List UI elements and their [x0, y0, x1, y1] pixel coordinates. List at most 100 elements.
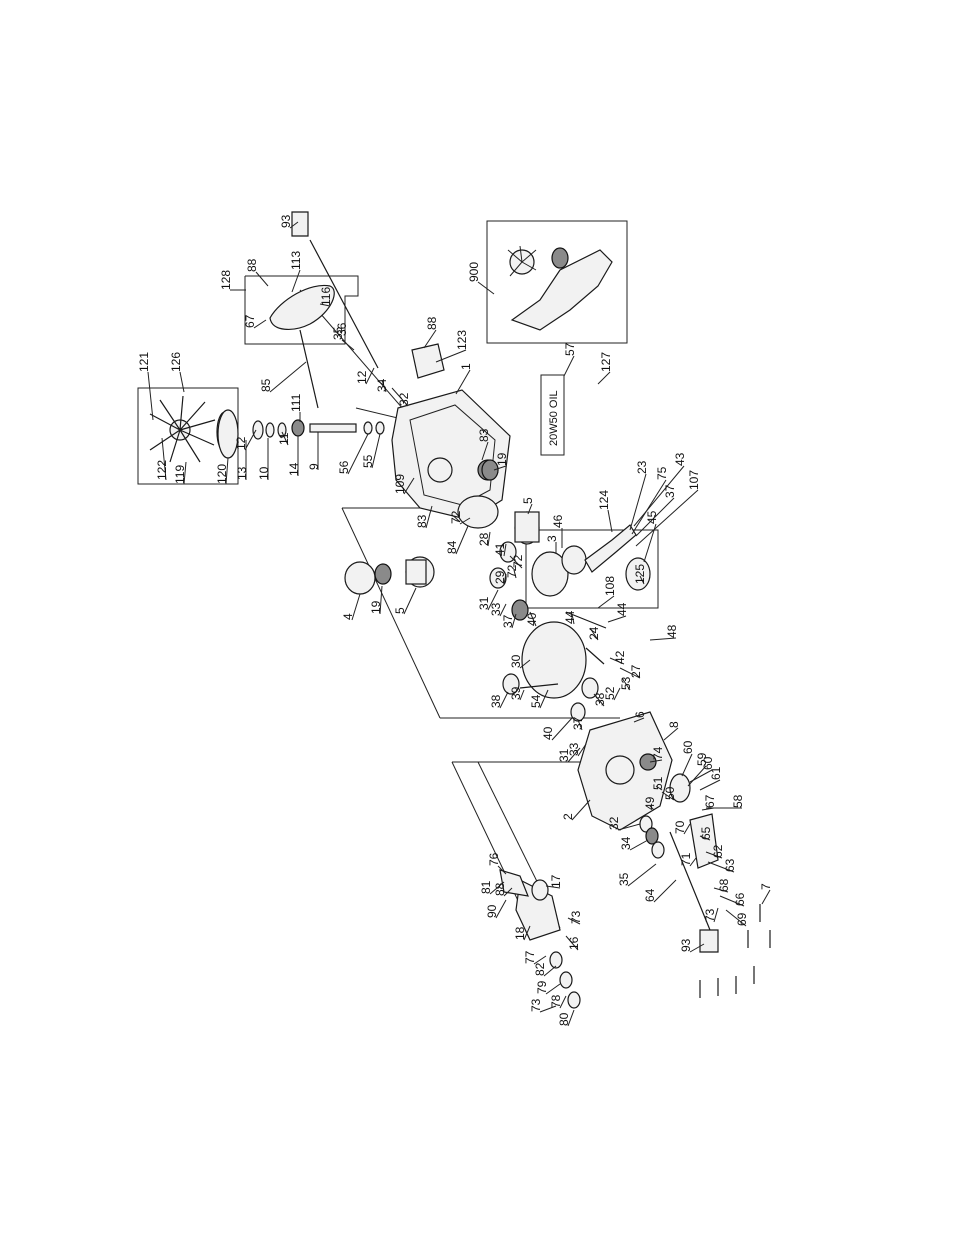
leader-line-p61	[699, 779, 721, 791]
leader-line-p73a	[713, 907, 719, 923]
leader-line-p48	[649, 637, 677, 641]
callout-p29: 29	[493, 570, 507, 584]
callout-p84: 84	[445, 540, 459, 554]
leader-line-p85	[269, 361, 307, 393]
leader-line-p32b	[617, 823, 641, 831]
callout-p111: 111	[289, 393, 303, 412]
leader-line-p70	[683, 823, 691, 835]
seal-59-icon	[669, 773, 691, 803]
leader-line-p24	[589, 627, 599, 641]
callout-p6: 6	[633, 711, 647, 718]
callout-p78: 78	[549, 994, 563, 1008]
callout-p18: 18	[513, 926, 527, 940]
leader-line-p83a	[425, 505, 433, 529]
leader-line-p19b	[379, 585, 383, 615]
callout-p5b: 5	[393, 607, 407, 614]
leader-line-p123	[435, 349, 467, 363]
leader-line-p88a	[423, 329, 437, 349]
callout-p88c: 88	[493, 882, 507, 896]
shaft-48-icon	[585, 647, 605, 665]
bracket-123-icon	[411, 343, 445, 379]
callout-p3: 3	[545, 535, 559, 542]
callout-p68: 68	[717, 878, 731, 892]
output-shaft-icon	[669, 831, 711, 931]
leader-line-p34b	[629, 839, 649, 851]
callout-p37b: 37	[571, 716, 585, 730]
brake-lever-icon	[584, 524, 651, 591]
leader-line-p82	[543, 965, 557, 977]
callout-p55: 55	[361, 454, 375, 468]
callout-p14: 14	[287, 462, 301, 476]
callout-p125: 125	[633, 564, 647, 584]
callout-p40b: 40	[541, 726, 555, 740]
leader-line-p30	[519, 659, 531, 669]
leader-line-p37c	[635, 497, 675, 537]
callout-p38a: 38	[489, 694, 503, 708]
callout-p27: 27	[629, 664, 643, 678]
callout-p81: 81	[479, 880, 493, 894]
callout-p57: 57	[563, 342, 577, 356]
callout-p128: 128	[219, 270, 233, 290]
callout-p77: 77	[523, 950, 537, 964]
callout-p79: 79	[535, 980, 549, 994]
leader-line-p83b	[481, 441, 489, 461]
leader-line-p67a	[253, 319, 267, 329]
callout-p53: 53	[619, 676, 633, 690]
callout-p85: 85	[259, 378, 273, 392]
callout-p12b: 12	[355, 370, 369, 384]
leader-line-p72c	[513, 569, 517, 579]
leader-line-p44a	[571, 613, 575, 625]
callout-p2: 2	[561, 813, 575, 820]
callout-p73c: 73	[529, 998, 543, 1012]
leader-line-p49	[649, 805, 655, 811]
leader-line-p41	[503, 543, 507, 557]
callout-p60b: 60	[701, 756, 715, 770]
leader-line-p12a	[244, 429, 257, 451]
leader-line-p109	[403, 477, 415, 495]
leader-line-p66	[719, 895, 745, 907]
callout-p46: 46	[551, 514, 565, 528]
leader-line-p7	[761, 889, 771, 905]
callout-p10: 10	[257, 466, 271, 480]
callout-p35a: 35	[331, 326, 345, 340]
leader-line-p5a	[527, 503, 533, 515]
leader-line-p18	[523, 925, 531, 941]
callout-p72a: 72	[449, 510, 463, 524]
callout-p41: 41	[493, 542, 507, 556]
leader-line-p39	[519, 689, 525, 701]
leader-line-p33b	[577, 743, 587, 757]
oil-label-text: 20W50 OIL	[548, 390, 560, 446]
leader-line-p1	[455, 369, 471, 395]
callout-p127: 127	[599, 352, 613, 372]
leader-line-p116	[319, 303, 331, 307]
callout-p72b: 72	[511, 554, 525, 568]
bearing-4-icon	[344, 561, 376, 595]
callout-p113: 113	[289, 251, 303, 270]
differential-cup-icon	[514, 511, 540, 545]
leader-line-p56	[347, 433, 369, 475]
bearing-19-icon	[374, 563, 392, 585]
fastener-stack-icon	[549, 951, 581, 1009]
leader-line-p17	[545, 885, 561, 889]
leader-line-p62	[705, 851, 723, 859]
callout-p43: 43	[673, 452, 687, 466]
leader-line-p88b	[255, 271, 269, 287]
leader-line-p23	[629, 473, 647, 531]
callout-p31b: 31	[557, 748, 571, 762]
callout-p36: 36	[335, 322, 349, 336]
leader-line-p80	[567, 1009, 575, 1027]
leader-line-p81	[489, 881, 505, 895]
callout-p42: 42	[613, 650, 627, 664]
callout-p76: 76	[487, 852, 501, 866]
callout-p37a: 37	[501, 614, 515, 628]
leader-line-p42	[609, 657, 625, 665]
callout-p12a: 12	[234, 436, 248, 450]
leader-line-p35b	[627, 863, 657, 887]
leader-line-p31b	[567, 747, 581, 763]
leader-line-p124	[607, 509, 613, 533]
leader-line-p28	[487, 531, 491, 547]
leader-line-p121	[147, 371, 154, 421]
callout-p126: 126	[169, 352, 183, 372]
callout-p109: 109	[393, 474, 407, 494]
